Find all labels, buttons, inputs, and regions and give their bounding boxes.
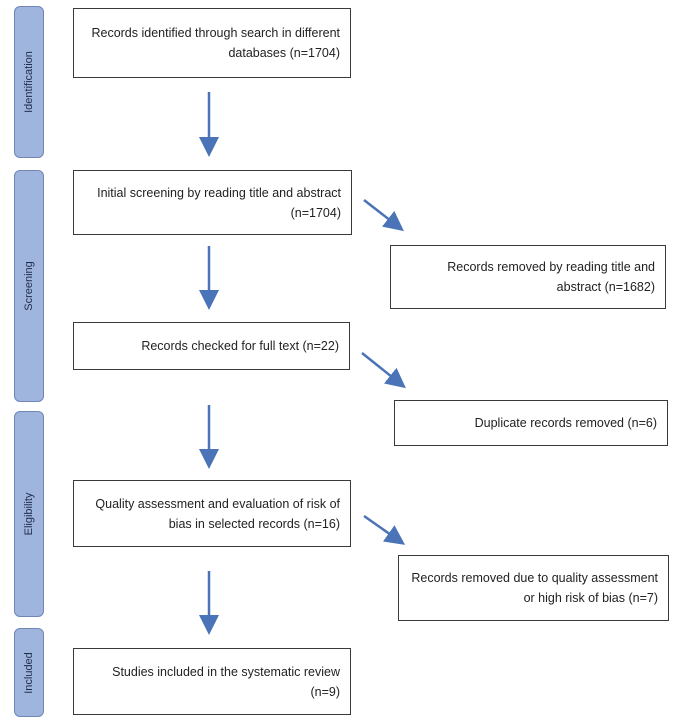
duplicates-removed-box: Duplicate records removed (n=6) [394,400,668,446]
records-identified-box: Records identified through search in dif… [73,8,351,78]
full-text-box: Records checked for full text (n=22) [73,322,350,370]
included-studies-box: Studies included in the systematic revie… [73,648,351,715]
records-identified-text: Records identified through search in dif… [91,26,340,60]
removed-quality-box: Records removed due to quality assessmen… [398,555,669,621]
included-studies-text: Studies included in the systematic revie… [112,664,340,699]
phase-screening: Screening [14,170,44,402]
initial-screening-text: Initial screening by reading title and a… [97,185,341,220]
arrow-diag-3 [363,514,406,545]
quality-assessment-text: Quality assessment and evaluation of ris… [95,496,340,531]
quality-assessment-box: Quality assessment and evaluation of ris… [73,480,351,547]
phase-identification: Identification [14,6,44,158]
initial-screening-box: Initial screening by reading title and a… [73,170,352,235]
arrow-diag-2 [361,352,406,389]
duplicates-removed-text: Duplicate records removed (n=6) [474,416,657,430]
full-text-text: Records checked for full text (n=22) [141,339,339,353]
removed-title-abstract-box: Records removed by reading title and abs… [390,245,666,309]
removed-quality-text: Records removed due to quality assessmen… [411,571,658,605]
removed-title-abstract-text: Records removed by reading title and abs… [447,260,655,294]
phase-eligibility: Eligibility [14,411,44,617]
arrow-diag-1 [363,199,404,232]
phase-included: Included [14,628,44,717]
